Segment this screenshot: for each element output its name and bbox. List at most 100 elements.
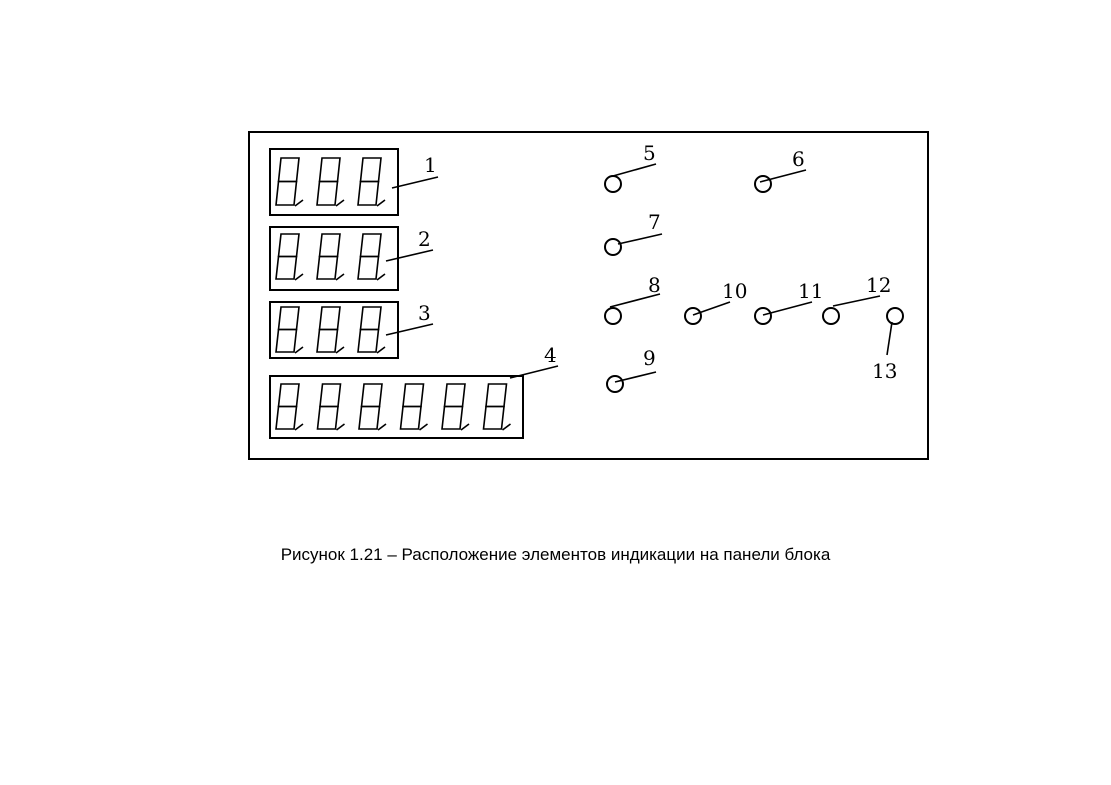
leader-10 bbox=[692, 301, 731, 316]
callout-13: 13 bbox=[872, 359, 897, 383]
decimal-point bbox=[335, 199, 345, 207]
segment-upper bbox=[318, 306, 341, 331]
segment-upper bbox=[319, 383, 342, 408]
segment-upper bbox=[485, 383, 508, 408]
segment-upper bbox=[443, 383, 466, 408]
leader-2 bbox=[385, 249, 434, 262]
callout-2: 2 bbox=[418, 227, 431, 251]
decimal-point bbox=[460, 423, 470, 431]
segment-lower bbox=[275, 255, 298, 280]
decimal-point bbox=[336, 423, 345, 431]
callout-5: 5 bbox=[643, 141, 656, 165]
indicator-11 bbox=[754, 307, 772, 325]
segment-lower bbox=[316, 180, 339, 206]
segment-lower bbox=[275, 328, 298, 353]
decimal-point bbox=[376, 199, 386, 207]
indicator-9 bbox=[606, 375, 624, 393]
indicator-5 bbox=[604, 175, 622, 193]
leader-7 bbox=[617, 233, 663, 245]
segment-lower bbox=[275, 405, 298, 430]
seven-segment-digit bbox=[358, 383, 387, 431]
callout-3: 3 bbox=[418, 301, 431, 325]
leader-12 bbox=[832, 295, 881, 307]
segment-upper bbox=[277, 233, 300, 258]
callout-4: 4 bbox=[544, 343, 557, 367]
seven-segment-digit bbox=[275, 233, 304, 281]
segment-upper bbox=[359, 233, 382, 258]
indicator-7 bbox=[604, 238, 622, 256]
indicator-13 bbox=[886, 307, 904, 325]
segment-lower bbox=[441, 405, 464, 430]
leader-4 bbox=[509, 365, 559, 379]
seven-segment-digit bbox=[275, 306, 304, 354]
callout-8: 8 bbox=[648, 273, 661, 297]
callout-9: 9 bbox=[643, 346, 656, 370]
segment-upper bbox=[360, 383, 383, 408]
segment-upper bbox=[402, 383, 425, 408]
seven-segment-digit bbox=[316, 233, 345, 281]
indicator-6 bbox=[754, 175, 772, 193]
segment-upper bbox=[277, 157, 300, 183]
seven-segment-digit bbox=[316, 306, 345, 354]
display-1-frame bbox=[269, 148, 399, 216]
leader-1 bbox=[391, 176, 439, 189]
leader-5 bbox=[612, 163, 657, 177]
decimal-point bbox=[294, 199, 304, 207]
decimal-point bbox=[376, 273, 386, 281]
leader-6 bbox=[759, 169, 807, 183]
seven-segment-digit bbox=[482, 383, 511, 431]
seven-segment-digit bbox=[357, 233, 386, 281]
segment-lower bbox=[357, 255, 380, 280]
display-1-digits bbox=[275, 157, 386, 207]
panel-frame bbox=[248, 131, 929, 460]
display-4-frame bbox=[269, 375, 524, 439]
leader-11 bbox=[762, 301, 813, 316]
segment-upper bbox=[318, 233, 341, 258]
indicator-8 bbox=[604, 307, 622, 325]
segment-upper bbox=[318, 157, 341, 183]
display-3-digits bbox=[275, 306, 386, 354]
segment-lower bbox=[275, 180, 298, 206]
leader-8 bbox=[609, 293, 661, 308]
segment-upper bbox=[277, 306, 300, 331]
callout-12: 12 bbox=[866, 273, 891, 297]
decimal-point bbox=[502, 423, 511, 431]
seven-segment-digit bbox=[357, 306, 386, 354]
segment-lower bbox=[399, 405, 422, 430]
decimal-point bbox=[335, 273, 345, 281]
segment-upper bbox=[359, 157, 382, 183]
decimal-point bbox=[376, 346, 386, 354]
indicator-10 bbox=[684, 307, 702, 325]
leader-3 bbox=[385, 323, 434, 336]
leader-13 bbox=[886, 321, 893, 356]
decimal-point bbox=[335, 346, 345, 354]
display-3-frame bbox=[269, 301, 399, 359]
segment-lower bbox=[316, 255, 339, 280]
decimal-point bbox=[294, 423, 304, 431]
seven-segment-digit bbox=[275, 383, 304, 431]
segment-lower bbox=[357, 180, 380, 206]
seven-segment-digit bbox=[316, 383, 345, 431]
callout-6: 6 bbox=[792, 147, 805, 171]
seven-segment-digit bbox=[275, 157, 304, 207]
decimal-point bbox=[419, 423, 428, 431]
segment-upper bbox=[277, 383, 300, 408]
segment-lower bbox=[316, 405, 339, 430]
seven-segment-digit bbox=[441, 383, 470, 431]
decimal-point bbox=[294, 273, 304, 281]
display-4-digits bbox=[275, 383, 511, 431]
seven-segment-digit bbox=[357, 157, 386, 207]
callout-10: 10 bbox=[722, 279, 747, 303]
segment-lower bbox=[358, 405, 381, 430]
display-2-digits bbox=[275, 233, 386, 281]
callout-11: 11 bbox=[798, 279, 823, 303]
segment-lower bbox=[357, 328, 380, 353]
segment-lower bbox=[482, 405, 505, 430]
callout-1: 1 bbox=[424, 153, 437, 177]
indicator-12 bbox=[822, 307, 840, 325]
segment-upper bbox=[359, 306, 382, 331]
segment-lower bbox=[316, 328, 339, 353]
leader-9 bbox=[614, 371, 657, 383]
callout-7: 7 bbox=[648, 210, 661, 234]
